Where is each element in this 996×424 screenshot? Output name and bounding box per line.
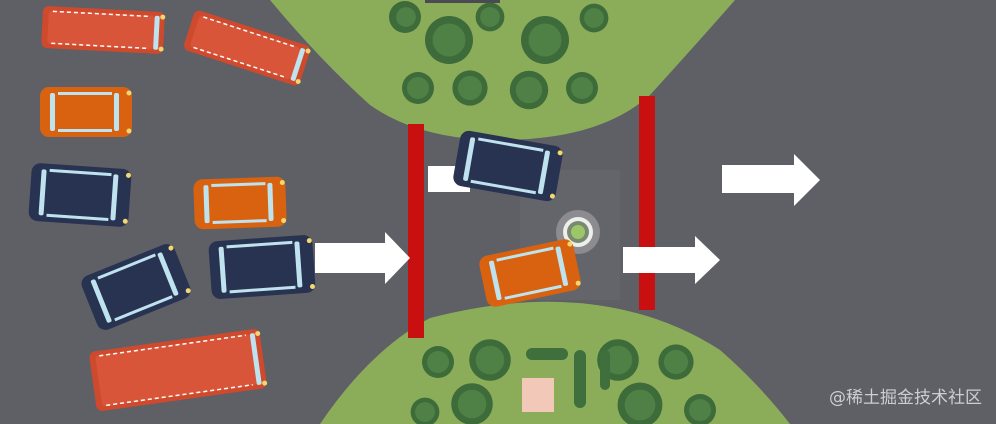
bus <box>184 10 311 86</box>
bus <box>41 6 166 54</box>
plaza-square <box>522 378 554 412</box>
bus <box>89 329 268 411</box>
arrow-right-icon <box>623 236 720 284</box>
vehicles <box>28 6 581 411</box>
barrier-left <box>408 124 424 338</box>
car-orange <box>479 239 581 307</box>
car-navy <box>28 163 132 227</box>
car-navy <box>81 244 191 330</box>
arrow-right-icon <box>315 232 410 284</box>
arrow-right-icon <box>722 154 820 206</box>
car-navy <box>208 235 316 299</box>
car-orange <box>40 87 132 137</box>
trees-top <box>389 1 609 110</box>
car-orange <box>193 176 287 230</box>
trees-bottom <box>410 339 716 424</box>
barrier-right <box>639 96 655 310</box>
grass-island-top <box>270 0 735 140</box>
watermark-text: @稀土掘金技术社区 <box>829 388 982 408</box>
car-navy <box>453 130 563 202</box>
grass-island-bottom <box>320 301 790 424</box>
